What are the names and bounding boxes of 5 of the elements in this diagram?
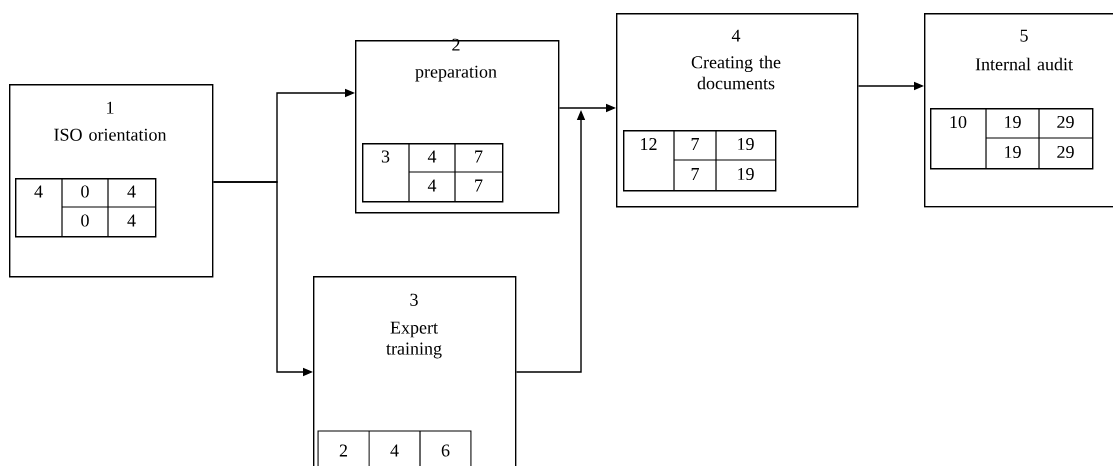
time-table: 4 0 4 0 4 (15, 177, 157, 238)
time-table: 3 4 7 4 7 (362, 142, 504, 203)
time-table: 10 19 29 19 29 (930, 107, 1094, 170)
time-table: 12 7 19 7 19 (623, 129, 777, 192)
time-table: 2 4 6 (317, 430, 472, 466)
